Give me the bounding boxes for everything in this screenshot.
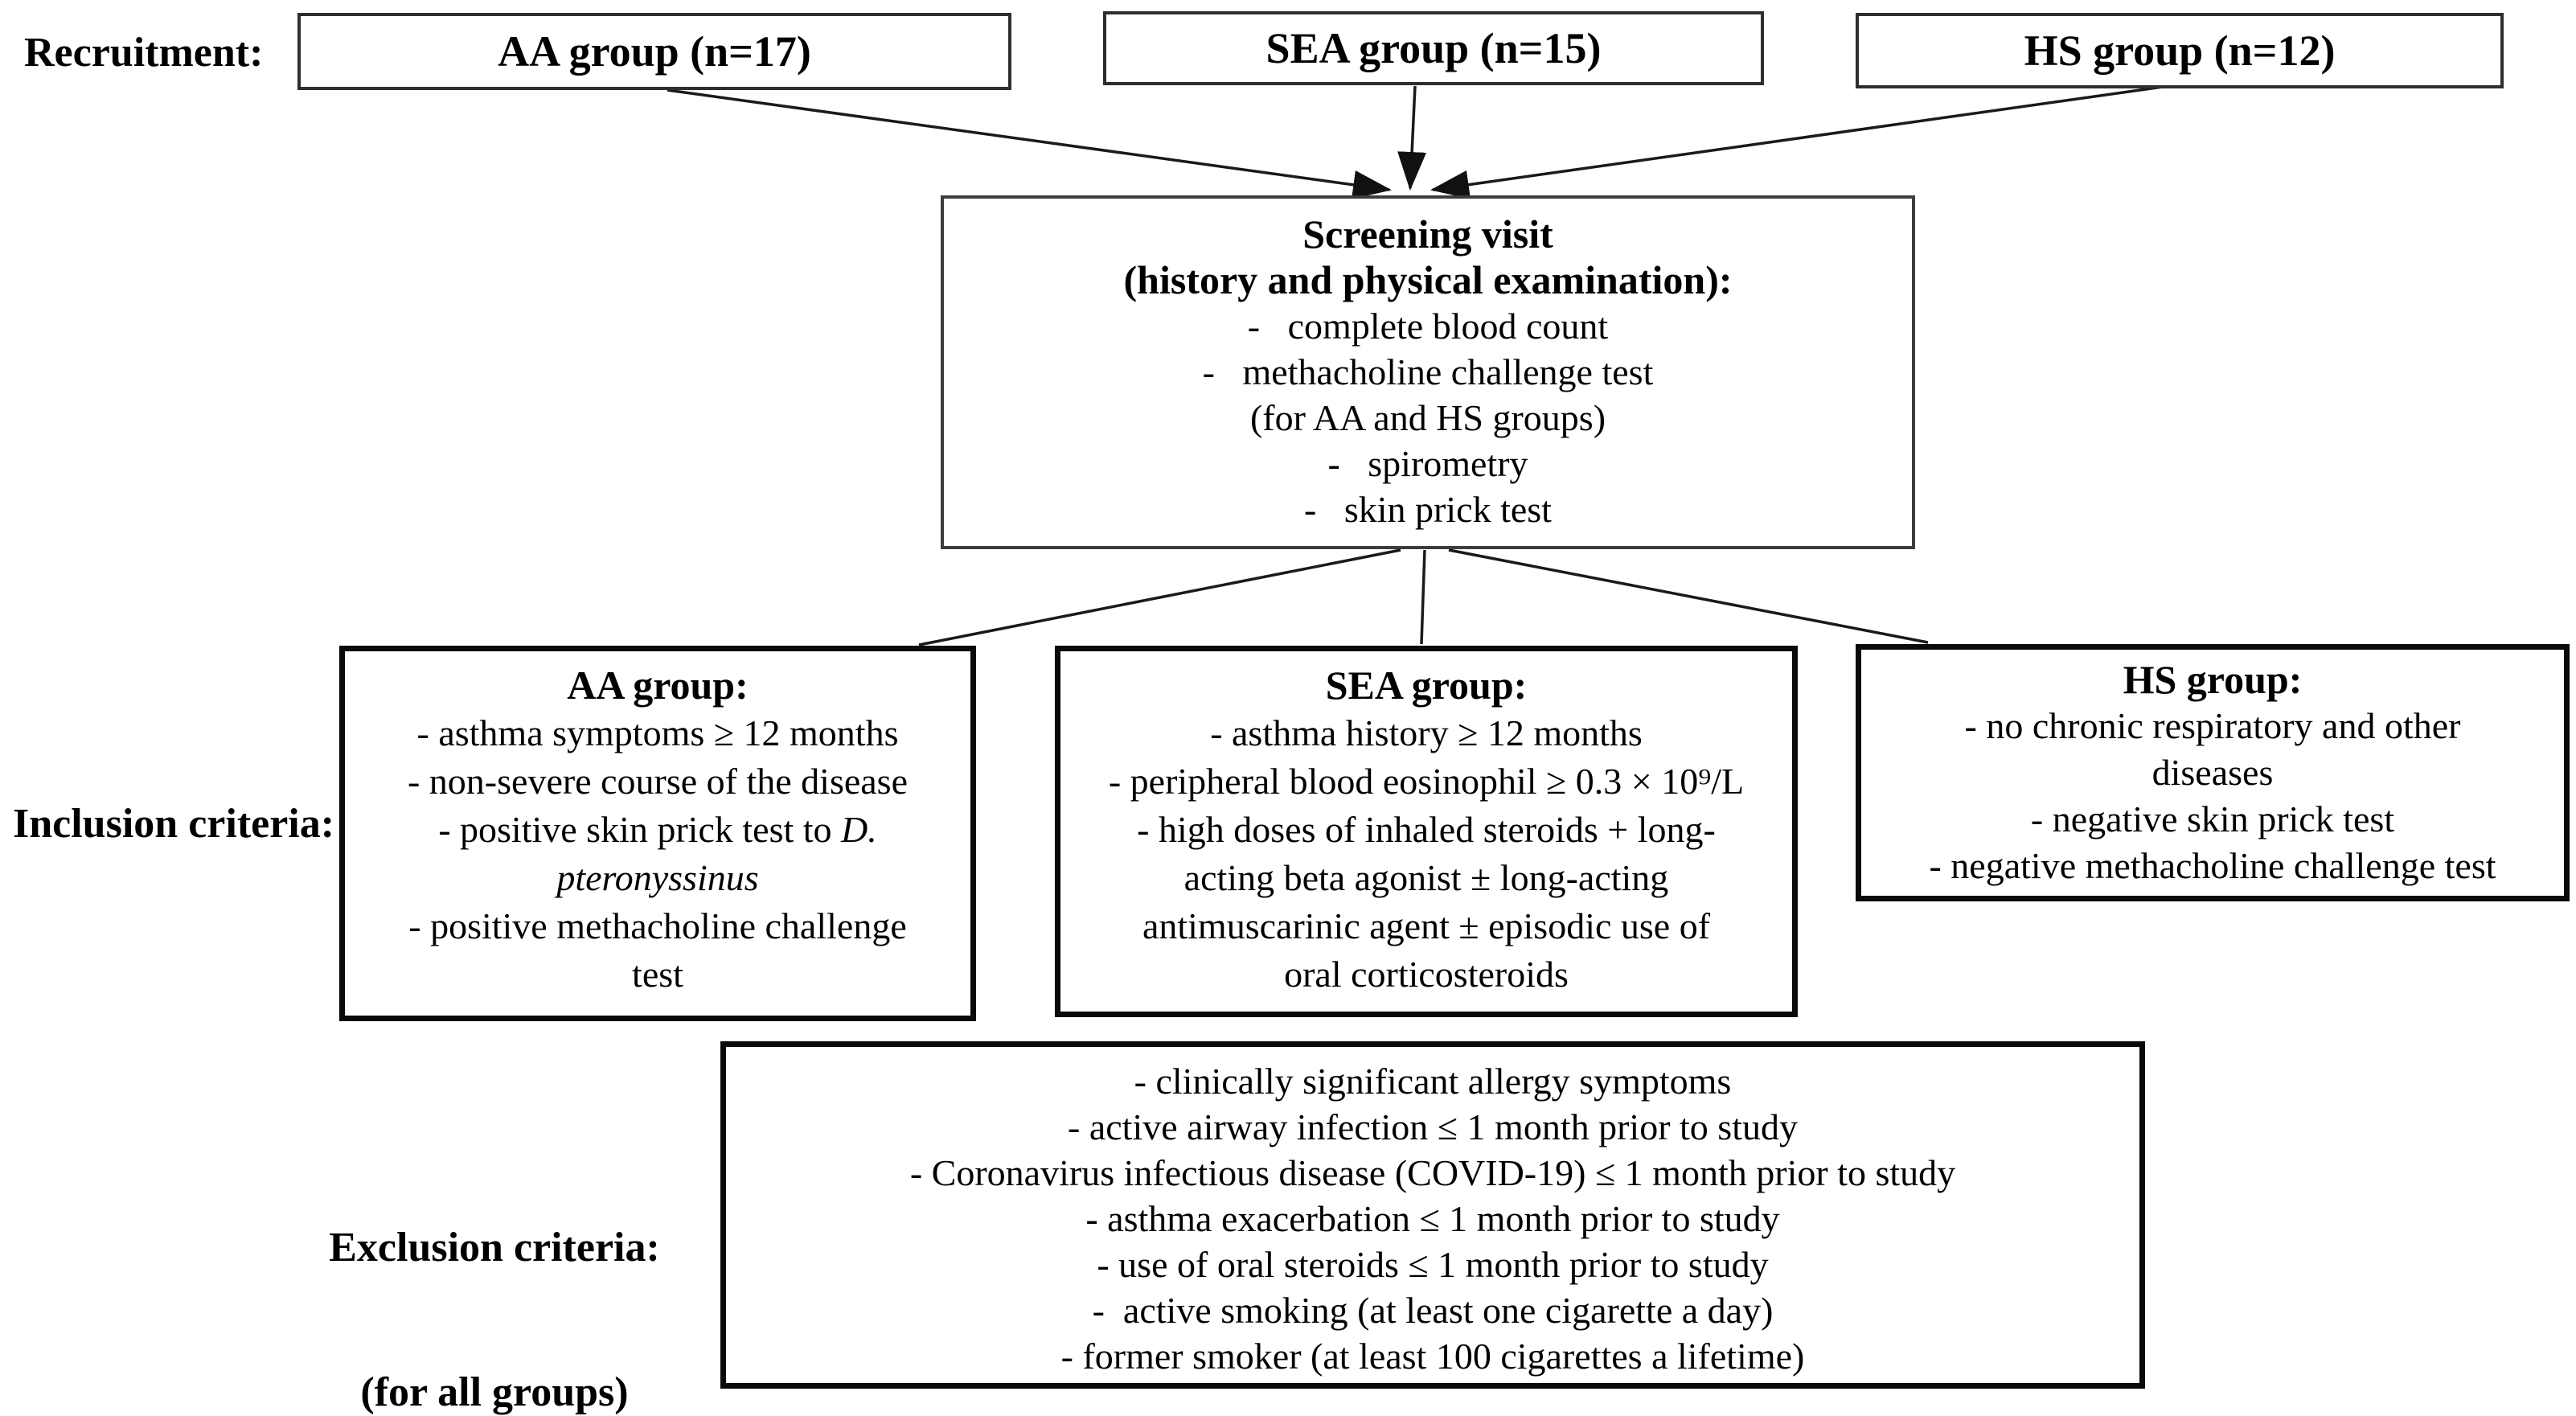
text-line: - high doses of inhaled steroids + long- <box>1137 806 1716 854</box>
text-segment: SEA group: <box>1325 663 1528 708</box>
text-line: HS group: <box>2123 656 2303 703</box>
screening-visit-box: Screening visit(history and physical exa… <box>941 195 1915 549</box>
recruitment-box-aa-label: AA group (n=17) <box>498 27 811 76</box>
text-line: pteronyssinus <box>556 854 758 902</box>
text-line: - asthma history ≥ 12 months <box>1210 709 1643 757</box>
text-line: test <box>632 950 683 999</box>
text-line: - no chronic respiratory and other <box>1965 703 2461 749</box>
inclusion-criteria-label: Inclusion criteria: <box>13 801 335 847</box>
text-line: - non-severe course of the disease <box>408 757 908 806</box>
text-line: - clinically significant allergy symptom… <box>1134 1058 1732 1104</box>
exclusion-criteria-label-line1: Exclusion criteria: <box>329 1225 660 1270</box>
text-line: - positive methacholine challenge <box>408 902 907 950</box>
text-line: antimuscarinic agent ± episodic use of <box>1142 902 1710 950</box>
text-line: AA group: <box>567 661 749 709</box>
text-segment: - positive skin prick test to <box>438 809 842 850</box>
arrow-connector <box>667 88 1392 199</box>
text-segment: oral corticosteroids <box>1284 954 1569 995</box>
text-line: - former smoker (at least 100 cigarettes… <box>1061 1333 1805 1379</box>
text-line: acting beta agonist ± long-acting <box>1184 854 1669 902</box>
recruitment-box-hs: HS group (n=12) <box>1856 13 2504 88</box>
text-segment: - high doses of inhaled steroids + long- <box>1137 809 1716 850</box>
text-segment-italic: D. <box>841 809 877 850</box>
text-segment: (for AA and HS groups) <box>1249 397 1606 438</box>
text-segment: diseases <box>2151 752 2274 793</box>
text-segment: - active airway infection ≤ 1 month prio… <box>1068 1106 1798 1147</box>
text-segment: - active smoking (at least one cigarette… <box>1092 1290 1774 1331</box>
text-line: (history and physical examination): <box>1123 257 1732 303</box>
text-segment: - skin prick test <box>1304 489 1552 530</box>
text-line: - spirometry <box>1327 441 1528 486</box>
text-line: SEA group: <box>1326 661 1528 709</box>
text-segment: - Coronavirus infectious disease (COVID-… <box>909 1152 1956 1193</box>
text-line: - negative skin prick test <box>2031 796 2394 843</box>
text-segment: antimuscarinic agent ± episodic use of <box>1142 905 1711 946</box>
text-segment: - former smoker (at least 100 cigarettes… <box>1060 1336 1805 1377</box>
text-line: - positive skin prick test to D. <box>438 806 877 854</box>
text-segment: - spirometry <box>1327 443 1528 484</box>
recruitment-label: Recruitment: <box>24 30 264 76</box>
text-line: - use of oral steroids ≤ 1 month prior t… <box>1097 1242 1768 1287</box>
text-segment: AA group: <box>567 663 749 708</box>
text-segment: - asthma symptoms ≥ 12 months <box>416 712 899 753</box>
plain-connector <box>1420 549 1426 645</box>
text-segment: (history and physical examination): <box>1123 257 1733 302</box>
text-line: (for AA and HS groups) <box>1250 395 1606 441</box>
text-line: oral corticosteroids <box>1284 950 1569 999</box>
text-line: - asthma exacerbation ≤ 1 month prior to… <box>1085 1196 1779 1242</box>
text-line: diseases <box>2152 749 2274 796</box>
text-line: - Coronavirus infectious disease (COVID-… <box>910 1150 1955 1196</box>
arrow-connector <box>1397 85 1427 191</box>
recruitment-box-aa: AA group (n=17) <box>297 13 1011 90</box>
inclusion-box-aa: AA group:- asthma symptoms ≥ 12 months - … <box>339 646 976 1021</box>
text-segment-italic: pteronyssinus <box>556 857 759 898</box>
exclusion-box: - clinically significant allergy symptom… <box>720 1041 2145 1389</box>
plain-connector <box>1448 548 1929 644</box>
exclusion-criteria-label-line2: (for all groups) <box>360 1369 629 1415</box>
recruitment-box-sea-label: SEA group (n=15) <box>1265 24 1602 72</box>
recruitment-box-hs-label: HS group (n=12) <box>2024 27 2336 75</box>
recruitment-box-sea: SEA group (n=15) <box>1103 11 1764 85</box>
text-segment: - asthma history ≥ 12 months <box>1210 712 1643 753</box>
text-segment: - methacholine challenge test <box>1202 351 1654 392</box>
text-segment: - negative skin prick test <box>2030 798 2395 839</box>
text-line: - active smoking (at least one cigarette… <box>1093 1287 1774 1333</box>
text-line: - asthma symptoms ≥ 12 months <box>417 709 899 757</box>
text-segment: - positive methacholine challenge <box>408 905 907 946</box>
text-segment: - asthma exacerbation ≤ 1 month prior to… <box>1085 1198 1780 1239</box>
text-line: - peripheral blood eosinophil ≥ 0.3 × 10… <box>1109 757 1744 806</box>
text-segment: HS group: <box>2123 657 2303 702</box>
exclusion-criteria-label: Exclusion criteria: (for all groups) <box>314 1127 675 1416</box>
text-segment: test <box>632 954 683 995</box>
text-segment: - no chronic respiratory and other <box>1964 705 2461 746</box>
text-segment: - complete blood count <box>1247 306 1609 347</box>
text-segment: - use of oral steroids ≤ 1 month prior t… <box>1097 1244 1769 1285</box>
text-segment: - clinically significant allergy symptom… <box>1134 1061 1732 1102</box>
text-line: - skin prick test <box>1304 486 1552 532</box>
inclusion-box-sea: SEA group:- asthma history ≥ 12 months - … <box>1055 646 1798 1017</box>
text-segment: - peripheral blood eosinophil ≥ 0.3 × 10… <box>1108 761 1745 802</box>
text-segment: - negative methacholine challenge test <box>1929 845 2496 886</box>
text-line: Screening visit <box>1302 211 1553 257</box>
text-segment: Screening visit <box>1302 211 1553 257</box>
text-segment: acting beta agonist ± long-acting <box>1183 857 1669 898</box>
text-segment: - non-severe course of the disease <box>407 761 908 802</box>
text-line: - methacholine challenge test <box>1203 349 1654 395</box>
text-line: - complete blood count <box>1248 303 1608 349</box>
text-line: - active airway infection ≤ 1 month prio… <box>1068 1104 1798 1150</box>
arrow-connector <box>1430 84 2169 199</box>
plain-connector <box>918 548 1401 646</box>
inclusion-box-hs: HS group:- no chronic respiratory and ot… <box>1856 644 2570 901</box>
text-line: - negative methacholine challenge test <box>1929 843 2496 889</box>
